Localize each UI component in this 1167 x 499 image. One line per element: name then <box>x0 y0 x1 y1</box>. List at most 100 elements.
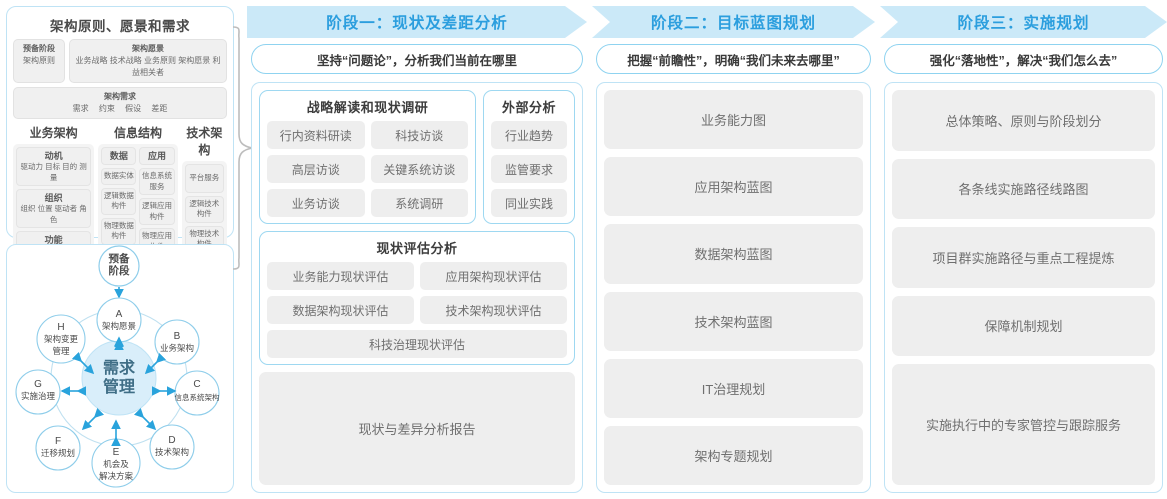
adm-node-a-key: A <box>116 309 123 320</box>
application-cell-sub: 逻辑应用构件 <box>142 201 173 221</box>
implementation-item[interactable]: 保障机制规划 <box>892 295 1155 356</box>
blueprint-item[interactable]: 技术架构蓝图 <box>604 291 863 351</box>
requirement-item: 约束 <box>98 104 115 113</box>
prep-node-line2: 阶段 <box>109 264 130 277</box>
current-state-assessment-title: 现状评估分析 <box>376 241 458 256</box>
adm-cycle-card: 需求 管理 预备 阶段 A 架构愿景 B 业务架构 <box>6 244 234 493</box>
blueprint-item[interactable]: 业务能力图 <box>604 90 863 150</box>
assessment-item[interactable]: 应用架构现状评估 <box>420 262 567 290</box>
application-cell-title: 应用 <box>148 151 167 161</box>
vision-item: 业务战略 <box>75 56 108 65</box>
application-subcolumn: 应用 信息系统服务 逻辑应用构件 物理应用构件 <box>139 147 175 255</box>
vision-item: 架构愿景 <box>178 56 211 65</box>
data-subcolumn: 数据 数据实体 逻辑数据构件 物理数据构件 <box>101 147 137 255</box>
external-item[interactable]: 同业实践 <box>491 189 567 217</box>
togaf-title: 架构原则、愿景和需求 <box>50 19 190 34</box>
stage-2-subtitle-text: 把握“前瞻性”，明确“我们未来去哪里” <box>627 53 840 68</box>
stage-2-banner: 阶段二：目标蓝图规划 <box>592 6 875 38</box>
stage-1-banner-text: 阶段一：现状及差距分析 <box>326 15 508 32</box>
stage-1-subtitle: 坚持“问题论”，分析我们当前在哪里 <box>251 44 583 74</box>
current-state-items: 业务能力现状评估 应用架构现状评估 数据架构现状评估 技术架构现状评估 <box>267 262 567 324</box>
stages-container: 阶段一：现状及差距分析 坚持“问题论”，分析我们当前在哪里 战略解读和现状调研 … <box>247 0 1167 499</box>
external-analysis-items: 行业趋势 监管要求 同业实践 <box>491 121 567 217</box>
business-architecture-header: 业务架构 <box>29 126 78 140</box>
blueprint-item[interactable]: 数据架构蓝图 <box>604 224 863 284</box>
technology-cell: 逻辑技术构件 <box>184 195 224 223</box>
stage-2: 阶段二：目标蓝图规划 把握“前瞻性”，明确“我们未来去哪里” 业务能力图 应用架… <box>592 0 875 499</box>
adm-node-d-key: D <box>168 435 175 446</box>
external-item[interactable]: 监管要求 <box>491 155 567 183</box>
adm-node-c-label: 信息系统架构 <box>175 392 220 402</box>
business-cell-title: 组织 <box>44 193 63 203</box>
adm-node-b-key: B <box>174 331 181 342</box>
technology-architecture-header: 技术架构 <box>186 126 223 157</box>
adm-node-h-key: H <box>57 322 64 333</box>
prep-phase-sub: 架构原则 <box>23 56 55 65</box>
adm-node-e-key: E <box>113 447 120 458</box>
stage-2-subtitle: 把握“前瞻性”，明确“我们未来去哪里” <box>596 44 871 74</box>
blueprint-item[interactable]: 架构专题规划 <box>604 425 863 486</box>
strategy-item[interactable]: 行内资料研读 <box>267 121 365 149</box>
adm-node-c-key: C <box>193 379 200 390</box>
requirement-item: 需求 <box>72 104 89 113</box>
business-architecture-body: 动机 驱动力 目标 目的 测量 组织 组织 位置 驱动者 角色 功能 服务 流程… <box>13 144 95 263</box>
stage-3-banner: 阶段三：实施规划 <box>880 6 1167 38</box>
stage-1-report[interactable]: 现状与差异分析报告 <box>259 372 575 485</box>
vision-item: 业务原则 <box>144 56 176 65</box>
adm-center-line1: 需求 <box>103 358 136 377</box>
stage-1: 阶段一：现状及差距分析 坚持“问题论”，分析我们当前在哪里 战略解读和现状调研 … <box>247 0 587 499</box>
architecture-requirements-box: 架构需求 需求 约束 假设 差距 <box>13 87 227 119</box>
assessment-item[interactable]: 数据架构现状评估 <box>267 296 414 324</box>
stage-1-banner: 阶段一：现状及差距分析 <box>247 6 587 38</box>
assessment-item[interactable]: 业务能力现状评估 <box>267 262 414 290</box>
adm-cycle-diagram: 需求 管理 预备 阶段 A 架构愿景 B 业务架构 <box>15 245 220 488</box>
blueprint-item[interactable]: IT治理规划 <box>604 358 863 418</box>
vision-item: 技术战略 <box>109 56 142 65</box>
adm-node-a-label: 架构愿景 <box>102 321 136 331</box>
implementation-item[interactable]: 总体策略、原则与阶段划分 <box>892 90 1155 151</box>
requirement-item: 假设 <box>125 104 142 113</box>
strategy-item[interactable]: 系统调研 <box>370 189 468 217</box>
strategy-item[interactable]: 业务访谈 <box>267 189 365 217</box>
technology-cell-sub: 逻辑技术构件 <box>189 198 220 219</box>
external-analysis-title: 外部分析 <box>501 100 556 115</box>
strategy-item[interactable]: 科技访谈 <box>370 121 468 149</box>
stage-1-body: 战略解读和现状调研 行内资料研读 科技访谈 高层访谈 关键系统访谈 业务访谈 系… <box>251 82 583 493</box>
technology-cell: 平台服务 <box>184 164 224 193</box>
stage-3-subtitle: 强化“落地性”，解决“我们怎么去” <box>884 44 1163 74</box>
adm-node-h-label-2: 管理 <box>52 346 70 356</box>
assessment-item[interactable]: 技术架构现状评估 <box>420 296 567 324</box>
stage-1-banner-wrap: 阶段一：现状及差距分析 <box>247 0 587 38</box>
data-cell-sub: 物理数据构件 <box>103 220 134 241</box>
strategy-item[interactable]: 关键系统访谈 <box>370 155 468 183</box>
adm-node-f-label: 迁移规划 <box>41 448 75 458</box>
data-cell: 数据实体 <box>101 168 137 185</box>
information-structure-header: 信息结构 <box>113 126 162 140</box>
togaf-vision-row: 预备阶段 架构原则 架构愿景 业务战略 技术战略 业务原则 架构愿景 利益相关者 <box>13 39 227 83</box>
current-state-assessment-group: 现状评估分析 业务能力现状评估 应用架构现状评估 数据架构现状评估 技术架构现状… <box>259 231 575 365</box>
architecture-requirements-title: 架构需求 <box>104 92 136 101</box>
assessment-item-wide[interactable]: 科技治理现状评估 <box>267 330 567 358</box>
implementation-item[interactable]: 实施执行中的专家管控与跟踪服务 <box>892 364 1155 485</box>
stage-3-banner-wrap: 阶段三：实施规划 <box>880 0 1167 38</box>
technology-cell-sub: 物理技术构件 <box>189 228 220 249</box>
application-cell-sub: 信息系统服务 <box>142 171 173 191</box>
stage-3-banner-text: 阶段三：实施规划 <box>957 15 1090 32</box>
architecture-vision-items: 业务战略 技术战略 业务原则 架构愿景 利益相关者 <box>72 55 224 79</box>
stage-2-banner-wrap: 阶段二：目标蓝图规划 <box>592 0 875 38</box>
blueprint-item[interactable]: 应用架构蓝图 <box>604 157 863 217</box>
business-cell-sub: 驱动力 目标 目的 测量 <box>20 162 87 182</box>
strategy-research-group: 战略解读和现状调研 行内资料研读 科技访谈 高层访谈 关键系统访谈 业务访谈 系… <box>259 90 476 224</box>
external-item[interactable]: 行业趋势 <box>491 121 567 149</box>
implementation-item[interactable]: 项目群实施路径与重点工程提炼 <box>892 227 1155 288</box>
architecture-vision-box: 架构愿景 业务战略 技术战略 业务原则 架构愿景 利益相关者 <box>69 39 227 83</box>
strategy-research-title: 战略解读和现状调研 <box>306 100 429 115</box>
adm-node-g-label: 实施治理 <box>21 391 56 401</box>
business-cell-title: 动机 <box>44 151 63 161</box>
strategy-item[interactable]: 高层访谈 <box>267 155 365 183</box>
application-cell: 应用 <box>139 147 175 165</box>
implementation-item[interactable]: 各条线实施路径线路图 <box>892 158 1155 219</box>
external-analysis-group: 外部分析 行业趋势 监管要求 同业实践 <box>483 90 575 224</box>
adm-center-line2: 管理 <box>103 377 135 396</box>
